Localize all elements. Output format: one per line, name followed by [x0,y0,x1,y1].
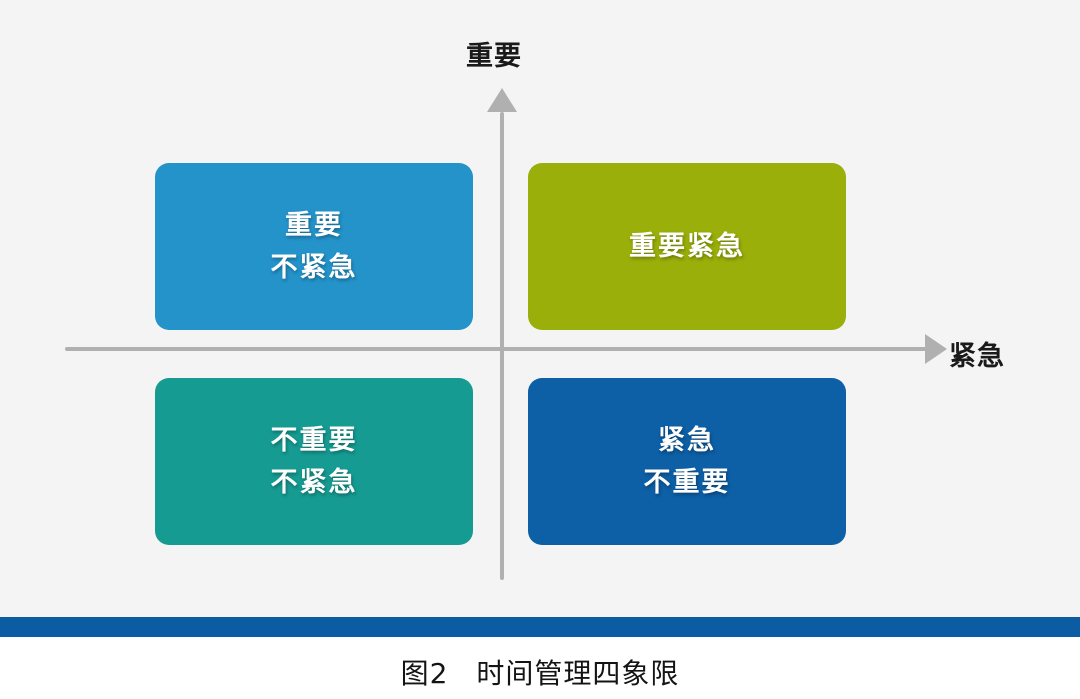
x-axis-arrow-icon [925,334,947,364]
y-axis-label: 重要 [466,41,522,72]
x-axis-line [65,347,931,351]
figure-caption: 图2 时间管理四象限 [0,652,1080,692]
quadrant-label-line1: 重要 [285,209,343,241]
quadrant-label-line2: 不紧急 [270,466,358,498]
quadrant-label-line1: 紧急 [658,424,716,456]
y-axis-line [500,112,504,580]
figure-caption-number: 图2 [400,657,449,690]
y-axis-arrow-icon [487,88,517,112]
quadrant-urgent-not-important[interactable]: 紧急 不重要 [528,378,855,545]
figure-caption-title: 时间管理四象限 [476,657,680,690]
quadrant-label-line1: 重要紧急 [629,230,745,262]
quadrant-label-line1: 不重要 [270,424,358,456]
bottom-rule-divider [0,617,1080,637]
x-axis-label: 紧急 [949,341,1005,372]
quadrant-label-line2: 不重要 [643,466,731,498]
diagram-canvas: 重要 紧急 重要 不紧急 重要紧急 不重要 不紧急 紧急 不重要 [0,0,1080,617]
quadrant-important-urgent[interactable]: 重要紧急 [528,163,855,330]
quadrant-important-not-urgent[interactable]: 重要 不紧急 [155,163,482,330]
quadrant-not-important-not-urgent[interactable]: 不重要 不紧急 [155,378,482,545]
quadrant-label-line2: 不紧急 [270,251,358,283]
